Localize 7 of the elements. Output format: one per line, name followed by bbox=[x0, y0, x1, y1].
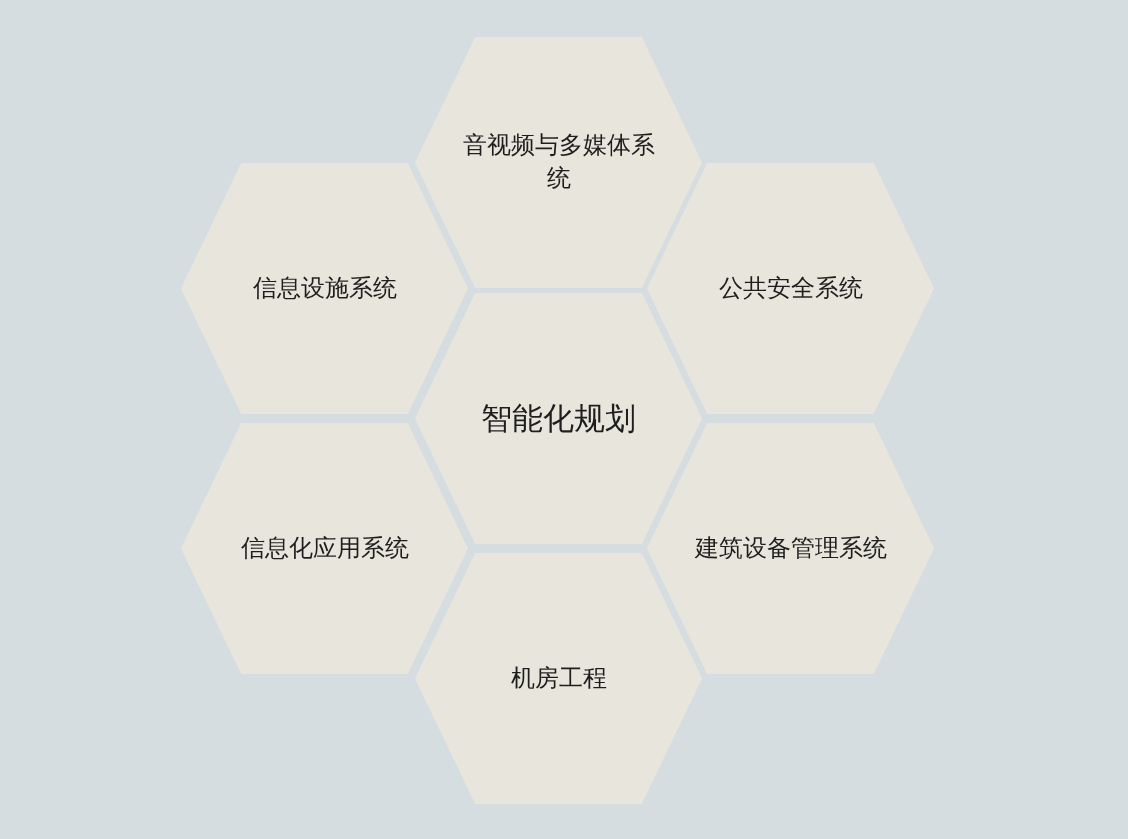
hexagon-label: 信息设施系统 bbox=[251, 272, 398, 304]
hexagon-label: 公共安全系统 bbox=[717, 272, 864, 304]
hexagon-label: 智能化规划 bbox=[480, 398, 637, 438]
hexagon-label: 建筑设备管理系统 bbox=[693, 532, 888, 564]
hexagon-label: 信息化应用系统 bbox=[239, 532, 410, 564]
hexagon-label: 机房工程 bbox=[509, 662, 608, 694]
hexagon-label: 音视频与多媒体系统 bbox=[461, 129, 656, 195]
